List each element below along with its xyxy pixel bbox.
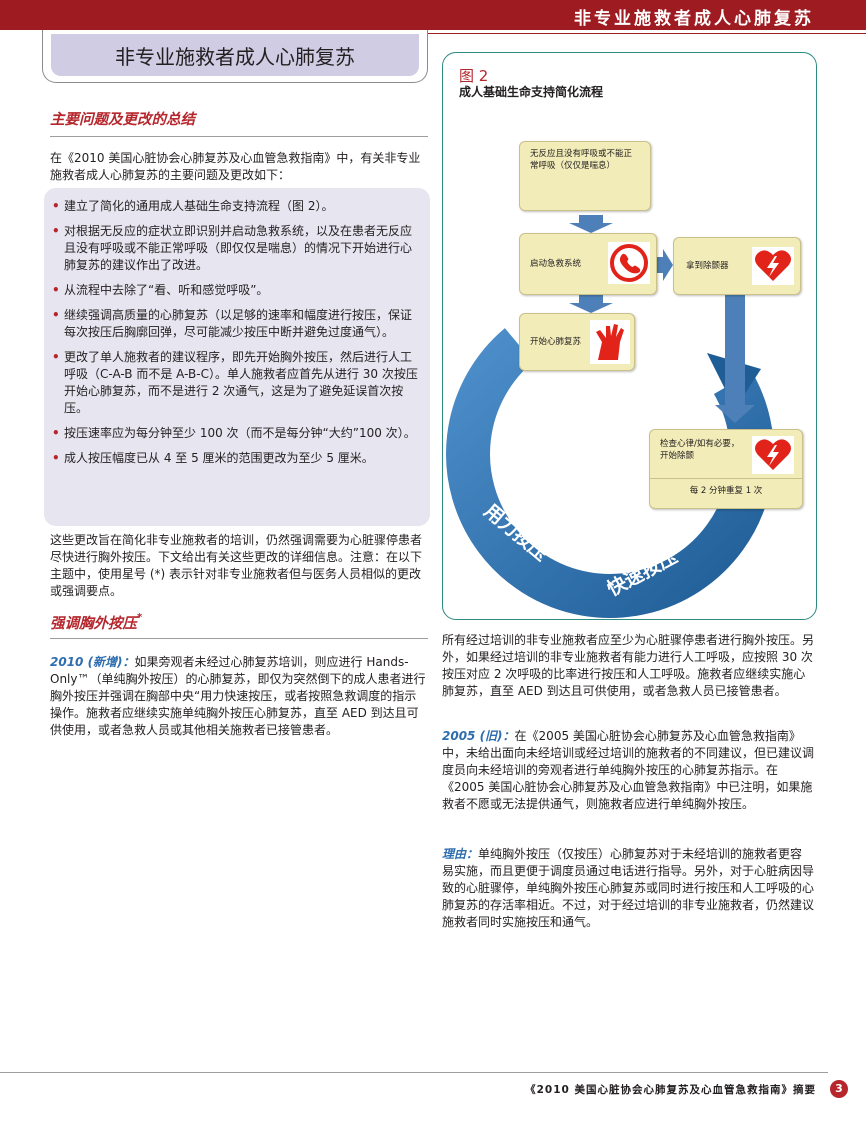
key-changes-panel: 建立了简化的通用成人基础生命支持流程（图 2）。 对根据无反应的症状立即识别并启… <box>44 188 430 526</box>
page-title-panel: 非专业施救者成人心肺复苏 <box>51 34 419 76</box>
paragraph-rationale: 理由：单纯胸外按压（仅按压）心肺复苏对于未经培训的施救者更容易实施，而且更便于调… <box>442 846 814 931</box>
page-title-box: 非专业施救者成人心肺复苏 <box>42 30 428 83</box>
box-divider <box>650 478 802 479</box>
flow-box-get-defibrillator: 拿到除颤器 <box>673 237 801 295</box>
footer-divider <box>0 1072 828 1073</box>
arrow-right <box>653 249 673 281</box>
figure-2-frame: 图 2 成人基础生命支持简化流程 用力按压 • 快速按压 无反应且没有呼吸或不能… <box>442 52 817 620</box>
box-text: 检查心律/如有必要，开始除颤 <box>660 439 740 461</box>
box-text: 开始心肺复苏 <box>530 337 582 347</box>
heart-defibrillator-icon <box>752 247 794 285</box>
list-item: 对根据无反应的症状立即识别并启动急救系统，以及在患者无反应且没有呼吸或不能正常呼… <box>52 223 420 274</box>
label-rationale: 理由： <box>442 847 479 861</box>
paragraph-2010: 2010 (新增)：如果旁观者未经过心肺复苏培训，则应进行 Hands-Only… <box>50 654 426 739</box>
list-item: 从流程中去除了“看、听和感觉呼吸”。 <box>52 282 420 299</box>
flow-box-activate-ems: 启动急救系统 <box>519 233 657 295</box>
phone-icon <box>608 242 650 284</box>
flow-box-start-cpr: 开始心肺复苏 <box>519 313 635 371</box>
flow-box-check-rhythm: 检查心律/如有必要，开始除颤 每 2 分钟重复 1 次 <box>649 429 803 509</box>
page-number: 3 <box>830 1080 848 1098</box>
section-heading-compressions: 强调胸外按压* <box>50 612 142 633</box>
section-heading-text: 强调胸外按压 <box>50 616 137 632</box>
page-title: 非专业施救者成人心肺复苏 <box>115 44 355 69</box>
key-changes-list: 建立了简化的通用成人基础生命支持流程（图 2）。 对根据无反应的症状立即识别并启… <box>44 188 430 467</box>
flow-box-no-response: 无反应且没有呼吸或不能正常呼吸（仅仅是喘息） <box>519 141 651 211</box>
list-item: 建立了简化的通用成人基础生命支持流程（图 2）。 <box>52 198 420 215</box>
figure-title: 成人基础生命支持简化流程 <box>459 85 604 99</box>
top-banner: 非专业施救者成人心肺复苏 <box>0 0 866 30</box>
box-text: 拿到除颤器 <box>686 261 729 271</box>
box-text: 无反应且没有呼吸或不能正常呼吸（仅仅是喘息） <box>530 149 633 171</box>
figure-label: 图 2 <box>459 67 489 85</box>
section-heading-summary: 主要问题及更改的总结 <box>50 112 195 128</box>
box-text: 启动急救系统 <box>530 259 582 269</box>
arrow-down-2 <box>569 295 613 313</box>
list-item: 更改了单人施救者的建议程序，即先开始胸外按压，然后进行人工呼吸（C-A-B 而不… <box>52 349 420 417</box>
running-title: 非专业施救者成人心肺复苏 <box>574 9 814 29</box>
text-rationale: 单纯胸外按压（仅按压）心肺复苏对于未经培训的施救者更容易实施，而且更便于调度员通… <box>442 847 815 929</box>
label-2005: 2005 (旧)： <box>442 729 515 743</box>
section-divider <box>50 638 428 639</box>
label-2010: 2010 (新增)： <box>50 655 135 669</box>
arrow-down-1 <box>569 215 613 233</box>
intro-paragraph: 在《2010 美国心脏协会心肺复苏及心血管急救指南》中，有关非专业施救者成人心肺… <box>50 151 421 182</box>
arrow-down-long <box>715 293 755 423</box>
text-2005: 在《2005 美国心脏协会心肺复苏及心血管急救指南》中，未给出面向未经培训或经过… <box>442 729 815 811</box>
list-item: 按压速率应为每分钟至少 100 次（而不是每分钟“大约”100 次）。 <box>52 425 420 442</box>
paragraph-2005: 2005 (旧)：在《2005 美国心脏协会心肺复苏及心血管急救指南》中，未给出… <box>442 728 814 813</box>
arc-dot: • <box>598 556 610 578</box>
text-2010: 如果旁观者未经过心肺复苏培训，则应进行 Hands-Only™（单纯胸外按压）的… <box>50 655 426 737</box>
header-divider <box>420 33 866 34</box>
section-divider <box>50 136 428 137</box>
list-item: 成人按压幅度已从 4 至 5 厘米的范围更改为至少 5 厘米。 <box>52 450 420 467</box>
list-item: 继续强调高质量的心肺复苏（以足够的速率和幅度进行按压，保证每次按压后胸廓回弹，尽… <box>52 307 420 341</box>
asterisk-mark: * <box>137 612 143 623</box>
box-text-repeat: 每 2 分钟重复 1 次 <box>689 486 763 496</box>
after-list-paragraph: 这些更改旨在简化非专业施救者的培训，仍然强调需要为心脏骤停患者尽快进行胸外按压。… <box>50 533 423 598</box>
footer-title: 《2010 美国心脏协会心肺复苏及心血管急救指南》摘要 <box>525 1084 816 1096</box>
paragraph-trained-rescuers: 所有经过培训的非专业施救者应至少为心脏骤停患者进行胸外按压。另外，如果经过培训的… <box>442 633 815 698</box>
hands-cpr-icon <box>590 320 630 364</box>
heart-defibrillator-icon <box>752 436 794 474</box>
